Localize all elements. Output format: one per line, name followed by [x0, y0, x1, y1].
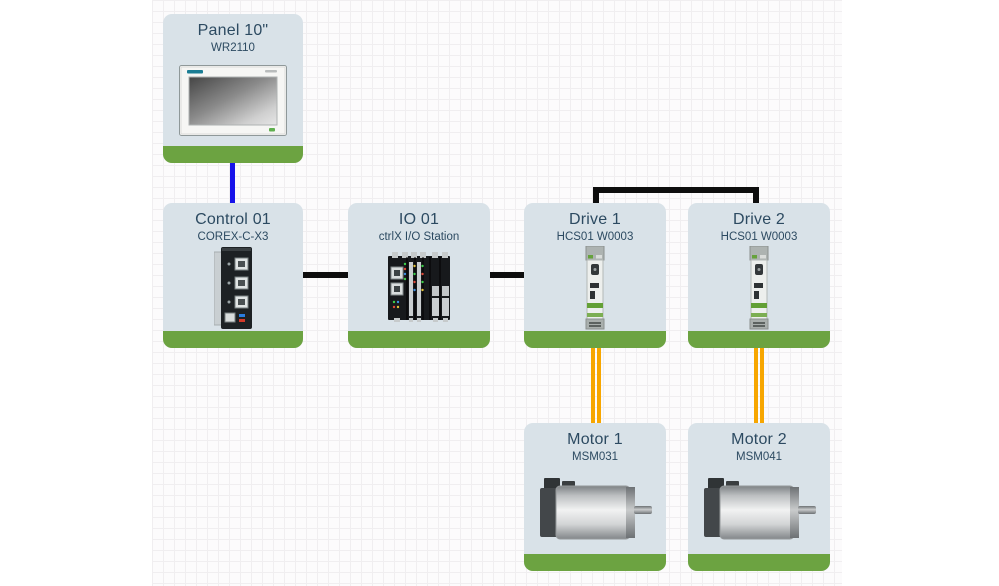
- node-title: Panel 10": [197, 22, 269, 39]
- servo-motor-image: [688, 464, 830, 571]
- node-drive2[interactable]: Drive 2 HCS01 W0003: [688, 203, 830, 348]
- connection-drive1-motor1-line-b[interactable]: [597, 348, 601, 423]
- connection-drive1-drive2-top-segment[interactable]: [593, 187, 759, 193]
- node-footer-bar: [524, 554, 666, 571]
- connection-panel-control[interactable]: [230, 163, 235, 203]
- io-station-image: [348, 244, 490, 348]
- node-motor2[interactable]: Motor 2 MSM041: [688, 423, 830, 571]
- node-title: Control 01: [195, 211, 271, 228]
- node-drive1[interactable]: Drive 1 HCS01 W0003: [524, 203, 666, 348]
- hmi-panel-image: [163, 55, 303, 163]
- controller-image: [163, 244, 303, 348]
- node-subtitle: MSM031: [571, 451, 619, 463]
- node-footer-bar: [163, 331, 303, 348]
- connection-drive2-motor2-line-a[interactable]: [754, 348, 758, 423]
- node-io[interactable]: IO 01 ctrlX I/O Station: [348, 203, 490, 348]
- node-title: Drive 1: [568, 211, 622, 228]
- servo-motor-image: [524, 464, 666, 571]
- node-subtitle: HCS01 W0003: [720, 231, 798, 243]
- node-footer-bar: [348, 331, 490, 348]
- node-panel[interactable]: Panel 10" WR2110: [163, 14, 303, 163]
- node-motor1[interactable]: Motor 1 MSM031: [524, 423, 666, 571]
- node-control[interactable]: Control 01 COREX-C-X3: [163, 203, 303, 348]
- node-title: Drive 2: [732, 211, 786, 228]
- connection-drive1-drive2-right-segment[interactable]: [753, 187, 759, 208]
- node-title: Motor 2: [731, 431, 787, 448]
- connection-io-drive1[interactable]: [490, 272, 524, 278]
- node-footer-bar: [163, 146, 303, 163]
- node-subtitle: HCS01 W0003: [556, 231, 634, 243]
- node-subtitle: WR2110: [211, 42, 255, 54]
- connection-control-io[interactable]: [303, 272, 348, 278]
- node-title: IO 01: [398, 211, 440, 228]
- node-subtitle: ctrlX I/O Station: [378, 231, 460, 243]
- servo-drive-image: [524, 244, 666, 348]
- connection-drive1-drive2-left-segment[interactable]: [593, 187, 599, 204]
- node-subtitle: COREX-C-X3: [197, 231, 269, 243]
- node-footer-bar: [688, 554, 830, 571]
- node-title: Motor 1: [567, 431, 623, 448]
- node-footer-bar: [524, 331, 666, 348]
- connection-drive2-motor2-line-b[interactable]: [760, 348, 764, 423]
- servo-drive-image: [688, 244, 830, 348]
- connection-drive1-motor1-line-a[interactable]: [591, 348, 595, 423]
- node-subtitle: MSM041: [735, 451, 783, 463]
- node-footer-bar: [688, 331, 830, 348]
